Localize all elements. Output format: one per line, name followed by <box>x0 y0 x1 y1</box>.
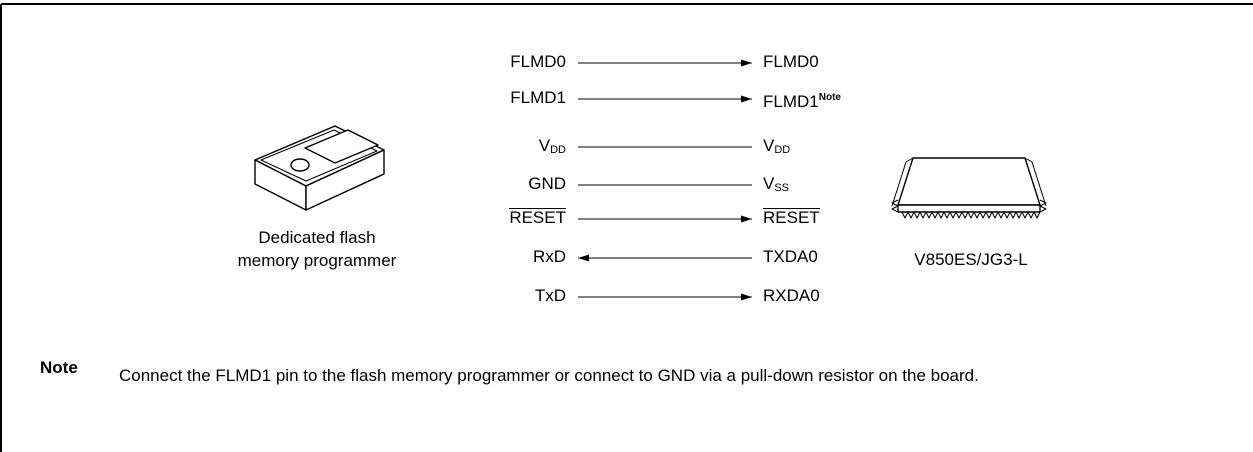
device-caption: V850ES/JG3-L <box>914 250 1028 269</box>
programmer-pin-6: TxD <box>535 286 566 306</box>
arrowhead-right <box>741 59 752 67</box>
note-label: Note <box>40 358 78 377</box>
pin-name: RESET <box>509 208 566 227</box>
programmer-pin-4: RESET <box>509 208 566 228</box>
pin-name: GND <box>528 174 566 193</box>
pin-name: V <box>763 174 775 193</box>
programmer-caption-line1: Dedicated flash <box>258 228 376 247</box>
pin-subscript: DD <box>550 144 566 156</box>
wire-6 <box>578 293 752 301</box>
device-pin-5: TXDA0 <box>763 247 818 267</box>
pin-name: FLMD1 <box>510 88 566 107</box>
programmer-pin-5: RxD <box>533 247 566 267</box>
wire-4 <box>578 215 752 223</box>
device-pin-0: FLMD0 <box>763 52 819 72</box>
wire-5 <box>578 254 752 262</box>
pin-name: FLMD0 <box>510 52 566 71</box>
device-pin-6: RXDA0 <box>763 286 820 306</box>
pin-subscript: SS <box>774 182 790 194</box>
wire-1 <box>578 95 752 103</box>
pin-name: TXDA0 <box>763 247 818 266</box>
arrowhead-left <box>578 254 589 262</box>
flash-programmer-icon <box>254 125 385 211</box>
device-pin-4: RESET <box>763 208 820 228</box>
programmer-pin-0: FLMD0 <box>510 52 566 72</box>
device-pin-3: VSS <box>763 174 789 198</box>
note-reference: Note <box>818 92 841 103</box>
programmer-caption: Dedicated flash memory programmer <box>232 226 402 272</box>
device-pin-1: FLMD1Note <box>763 88 841 112</box>
note-text: Connect the FLMD1 pin to the flash memor… <box>119 366 979 385</box>
pin-name: RESET <box>763 208 820 227</box>
programmer-caption-line2: memory programmer <box>237 251 397 270</box>
pin-name: RXDA0 <box>763 286 820 305</box>
v850-chip-icon <box>891 157 1047 219</box>
device-pin-2: VDD <box>763 136 790 160</box>
pin-subscript: DD <box>774 144 791 156</box>
programmer-pin-3: GND <box>528 174 566 194</box>
arrowhead-right <box>741 293 752 301</box>
pin-name: TxD <box>534 286 566 305</box>
pin-name: FLMD1 <box>763 92 819 111</box>
arrowhead-right <box>741 215 752 223</box>
pin-name: V <box>763 136 775 155</box>
programmer-pin-1: FLMD1 <box>510 88 566 108</box>
pin-name: RxD <box>532 247 566 266</box>
pin-name: FLMD0 <box>763 52 819 71</box>
pin-name: V <box>538 136 551 155</box>
programmer-pin-2: VDD <box>539 136 566 160</box>
arrowhead-right <box>741 95 752 103</box>
signal-wires <box>578 59 752 301</box>
wire-0 <box>578 59 752 67</box>
